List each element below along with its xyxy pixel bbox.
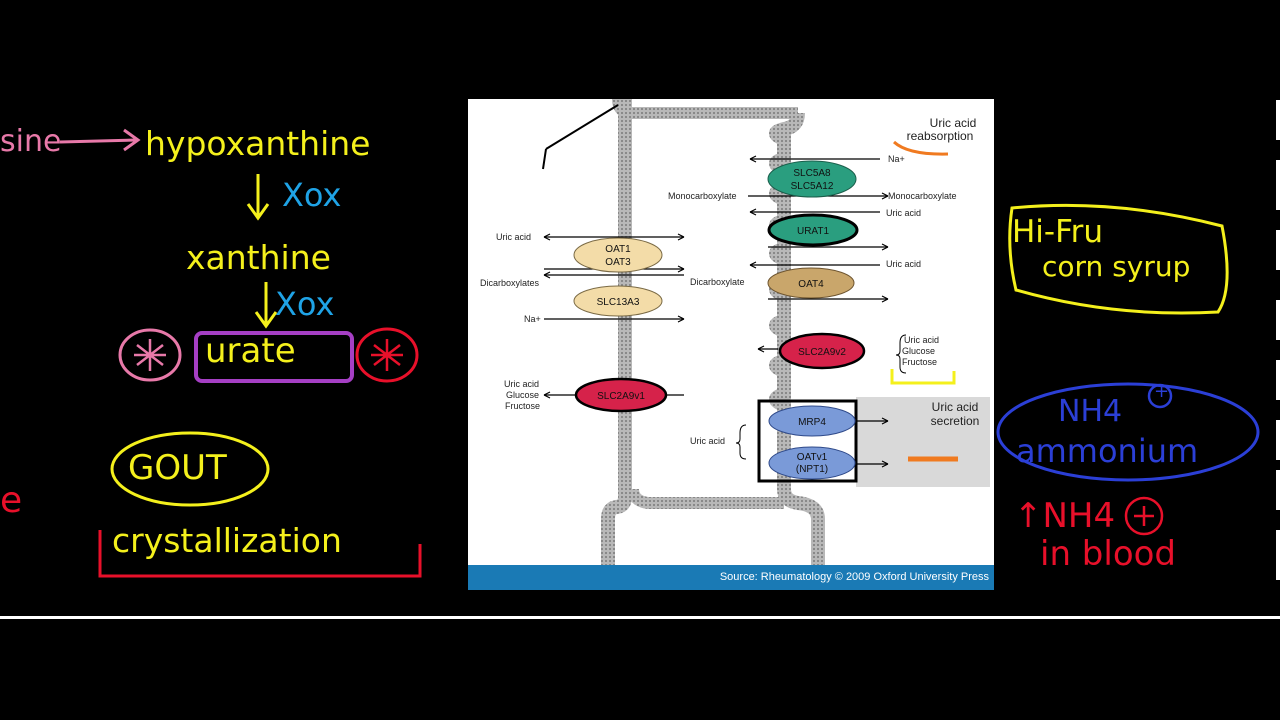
bl-glut-3: Fructose <box>505 401 540 411</box>
bottom-divider <box>0 616 1280 619</box>
transporter-figure: Uric acid reabsorption Uric acid secreti… <box>468 99 994 590</box>
note-nh4: NH4 <box>1058 394 1123 429</box>
protein-slc13a3 <box>573 285 663 317</box>
ap-secretion-uric: Uric acid <box>690 436 725 446</box>
bl-glut-1: Uric acid <box>504 379 539 389</box>
protein-oat4 <box>767 267 855 299</box>
top-membrane <box>612 99 798 119</box>
pink-star-icon <box>118 328 182 382</box>
crystallization-bracket <box>98 530 422 578</box>
ap-yellow-bracket <box>890 369 956 385</box>
protein-mrp4 <box>768 405 856 437</box>
arrow-down-2 <box>254 282 278 329</box>
note-blood-2: in blood <box>1040 534 1177 574</box>
label-oat1: OAT1 <box>605 244 631 255</box>
source-text: Source: Rheumatology © 2009 Oxford Unive… <box>719 571 989 583</box>
note-gout: GOUT <box>128 448 227 488</box>
label-slc2a9v2: SLC2A9v2 <box>798 347 846 358</box>
protein-slc2a9v1 <box>574 377 668 413</box>
reabsorption-title-1: Uric acid <box>930 116 977 130</box>
ap-dicarboxylate: Dicarboxylate <box>690 277 745 287</box>
ap-mono-left: Monocarboxylate <box>668 191 737 201</box>
secretion-highlight-box <box>757 399 858 483</box>
pen-mark <box>542 104 619 170</box>
bl-na: Na+ <box>524 314 541 324</box>
ap-brace-2 <box>735 424 747 460</box>
ap-mono-right: Monocarboxylate <box>888 191 957 201</box>
ap-uric-acid-2: Uric acid <box>886 259 921 269</box>
blood-charge-circle <box>1124 496 1164 536</box>
label-slc5a8: SLC5A8 <box>793 168 831 179</box>
note-blood-1: ↑NH4 <box>1014 496 1116 536</box>
label-mrp4: MRP4 <box>798 417 826 428</box>
note-xanthine: xanthine <box>186 238 331 277</box>
protein-oatv1 <box>768 446 856 480</box>
red-star-icon <box>355 327 419 383</box>
figure-diagram: Uric acid reabsorption Uric acid secreti… <box>480 99 990 565</box>
note-xox-2: Xox <box>275 285 335 323</box>
protein-slc5a8-slc5a12 <box>767 160 857 198</box>
note-hfcs-1: Hi-Fru <box>1012 214 1104 250</box>
hfcs-box <box>1008 203 1229 315</box>
ap-uric-acid-1: Uric acid <box>886 208 921 218</box>
label-slc2a9v1: SLC2A9v1 <box>597 391 645 402</box>
ammonium-ellipse <box>996 382 1260 482</box>
label-slc5a12: SLC5A12 <box>791 181 834 192</box>
urate-box <box>194 331 354 383</box>
arrow-down-1 <box>246 174 270 221</box>
ap-glut-1: Uric acid <box>904 335 939 345</box>
arrow-to-hypoxanthine <box>59 128 141 152</box>
ap-na: Na+ <box>888 154 905 164</box>
label-oatv1: OATv1 <box>797 452 828 463</box>
note-xox-1: Xox <box>282 176 342 214</box>
note-hfcs-2: corn syrup <box>1042 250 1191 283</box>
label-urat1: URAT1 <box>797 226 829 237</box>
protein-urat1 <box>767 213 859 247</box>
source-bar: Source: Rheumatology © 2009 Oxford Unive… <box>468 565 994 590</box>
label-oat4: OAT4 <box>798 279 824 290</box>
ap-brace-1 <box>895 334 907 374</box>
note-hypoxanthine: hypoxanthine <box>145 124 371 163</box>
reabsorption-title-2: reabsorption <box>907 129 974 143</box>
bl-uric-acid: Uric acid <box>496 232 531 242</box>
protein-oat1-oat3 <box>573 237 663 273</box>
basolateral-membrane <box>601 99 632 565</box>
ap-glut-2: Glucose <box>902 346 935 356</box>
bottom-membrane <box>627 488 784 509</box>
note-prefix: sine <box>0 124 62 159</box>
label-npt1: (NPT1) <box>796 464 828 475</box>
gout-circle <box>110 431 270 507</box>
secretion-title-2: secretion <box>931 414 980 428</box>
bl-dicarboxylates: Dicarboxylates <box>480 278 540 288</box>
note-crystallization: crystallization <box>112 521 342 560</box>
label-slc13a3: SLC13A3 <box>597 297 640 308</box>
secretion-region <box>856 397 990 487</box>
bl-glut-2: Glucose <box>506 390 539 400</box>
ap-glut-3: Fructose <box>902 357 937 367</box>
orange-highlight-1 <box>892 140 949 156</box>
note-ammonium: ammonium <box>1016 432 1199 470</box>
note-urate: urate <box>205 331 296 371</box>
label-oat3: OAT3 <box>605 257 631 268</box>
protein-slc2a9v2 <box>778 332 866 370</box>
secretion-title-1: Uric acid <box>932 400 979 414</box>
note-nh4-charge: + <box>1154 381 1170 402</box>
note-edge-fragment: e <box>0 480 23 521</box>
